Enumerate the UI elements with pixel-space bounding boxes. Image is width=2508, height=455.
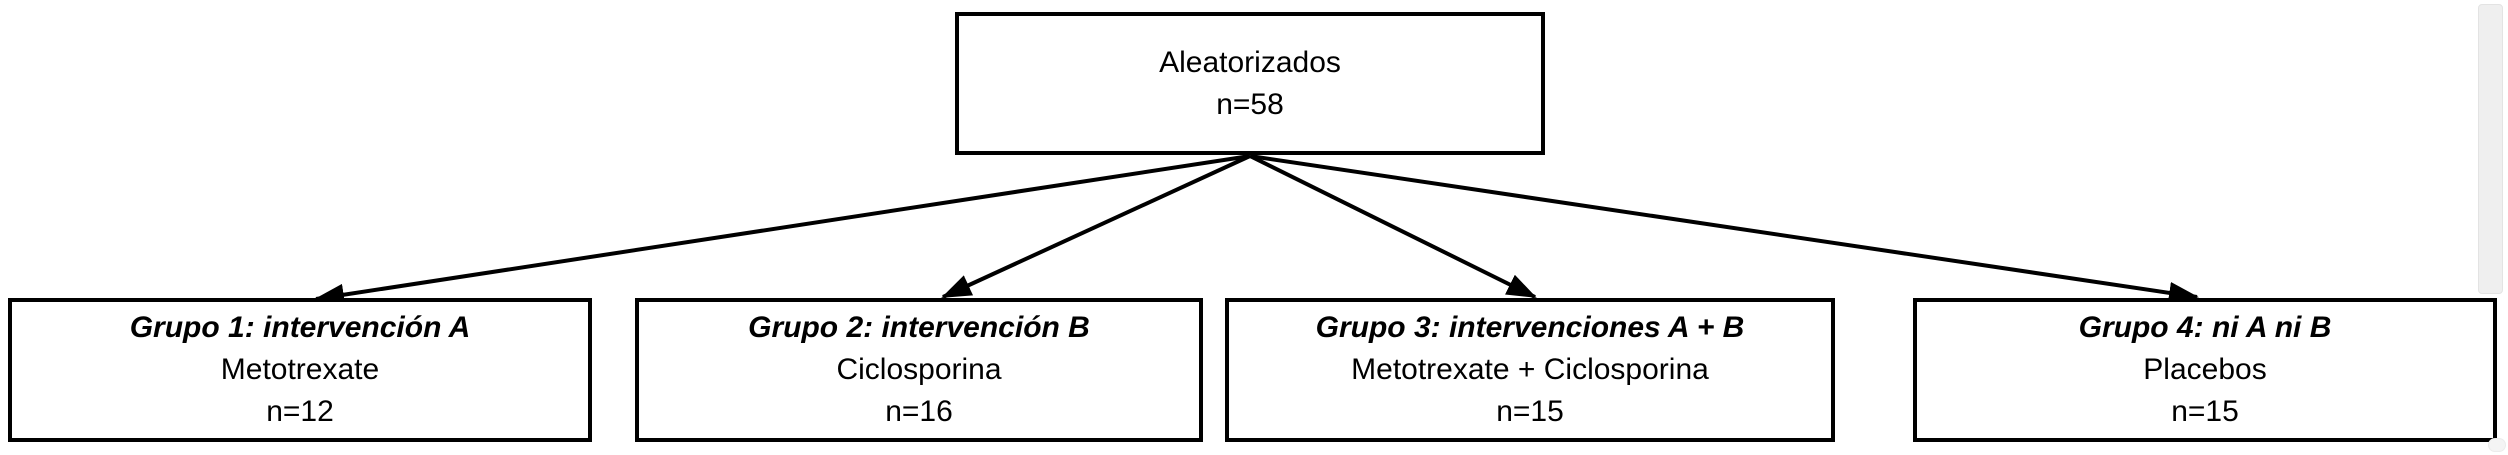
arrow-to-group-4-icon (1249, 154, 2199, 304)
group-4-count: n=15 (2171, 395, 2239, 428)
scrollbar-tip (2488, 438, 2506, 452)
randomized-title: Aleatorizados (1159, 45, 1341, 79)
group-2-count: n=16 (885, 395, 953, 428)
arrow-to-group-1-icon (314, 154, 1251, 306)
randomized-count: n=58 (1216, 87, 1284, 121)
scrollbar-thumb[interactable] (2478, 4, 2503, 294)
group-3-box: Grupo 3: intervenciones A + B Metotrexat… (1225, 298, 1835, 442)
group-4-treatment: Placebos (2143, 353, 2267, 386)
group-2-title: Grupo 2: intervención B (748, 311, 1090, 344)
arrow-to-group-3-icon (1249, 154, 1537, 299)
group-3-treatment: Metotrexate + Ciclosporina (1351, 353, 1709, 386)
group-3-title: Grupo 3: intervenciones A + B (1315, 311, 1745, 344)
group-4-box: Grupo 4: ni A ni B Placebos n=15 (1913, 298, 2497, 442)
group-1-count: n=12 (266, 395, 334, 428)
group-4-title: Grupo 4: ni A ni B (2078, 311, 2332, 344)
arrow-to-group-2-icon (941, 154, 1251, 299)
group-2-box: Grupo 2: intervención B Ciclosporina n=1… (635, 298, 1203, 442)
group-1-title: Grupo 1: intervención A (129, 311, 471, 344)
group-2-treatment: Ciclosporina (836, 353, 1002, 386)
group-1-box: Grupo 1: intervención A Metotrexate n=12 (8, 298, 592, 442)
group-3-count: n=15 (1496, 395, 1564, 428)
randomized-box: Aleatorizados n=58 (955, 12, 1545, 155)
group-1-treatment: Metotrexate (220, 353, 380, 386)
